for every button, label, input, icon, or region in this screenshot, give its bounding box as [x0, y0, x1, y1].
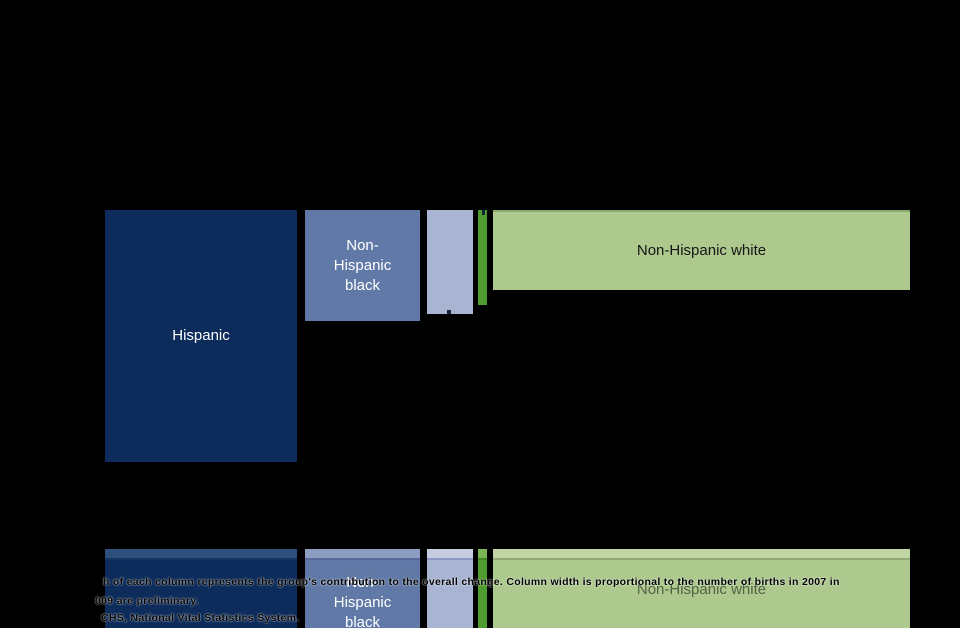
- notes-line-1: h of each column represents the group's …: [103, 576, 840, 588]
- tick-mark-light-blue: [447, 310, 451, 314]
- bottom-bar-label-non-hispanic-white: Non-Hispanic white: [636, 581, 767, 598]
- notes-line-2: 009 are preliminary.: [95, 595, 199, 607]
- bar-light-blue-group: [427, 210, 473, 314]
- bottom-bar-non-hispanic-black: [305, 549, 420, 628]
- bar-non-hispanic-white: Non-Hispanic white: [493, 210, 910, 290]
- bar-hispanic: Hispanic: [105, 210, 297, 462]
- bar-green-group: [478, 210, 487, 305]
- bottom-bar-label-non-hispanic-black: Non- Hispanic black: [333, 574, 392, 628]
- bar-non-hispanic-black: Non- Hispanic black: [305, 210, 420, 321]
- bottom-bar-green-group: [478, 549, 487, 628]
- bar-label-non-hispanic-white: Non-Hispanic white: [636, 242, 767, 259]
- notes-line-3: CHS, National Vital Statistics System.: [101, 612, 300, 624]
- tick-mark-green: [482, 210, 485, 215]
- bar-label-hispanic: Hispanic: [172, 327, 230, 344]
- bottom-bar-light-blue-group: [427, 549, 473, 628]
- bottom-bar-hispanic: [105, 549, 297, 628]
- bottom-bar-non-hispanic-white: [493, 549, 910, 628]
- bar-label-non-hispanic-black: Non- Hispanic black: [333, 236, 392, 294]
